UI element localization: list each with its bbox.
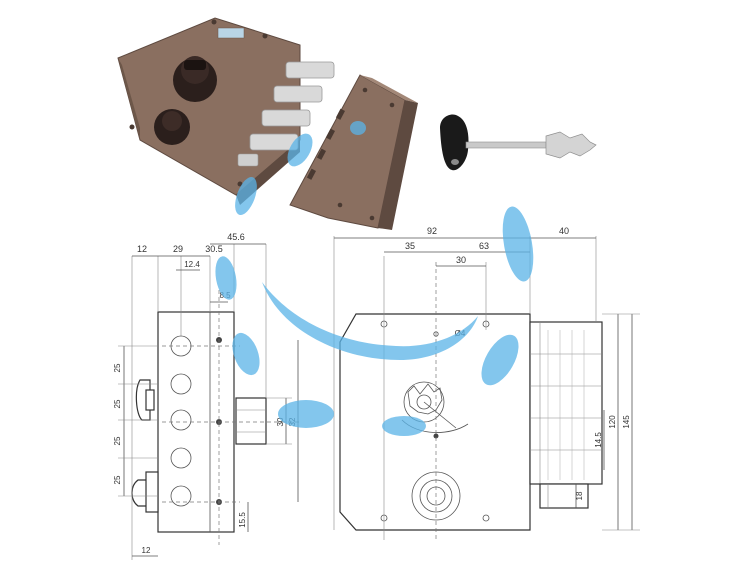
dim-front-35: 35	[405, 241, 415, 251]
dim-front-40: 40	[559, 226, 569, 236]
dim-bottom-15-5: 15.5	[238, 512, 247, 528]
dim-bottom-12: 12	[142, 546, 151, 555]
dim-left-25-c: 25	[113, 436, 122, 445]
side-view-drawing	[131, 243, 300, 560]
key-illustration	[440, 114, 597, 171]
blue-brush-watermark	[215, 121, 534, 436]
dim-front-120: 120	[608, 415, 617, 429]
dim-front-92: 92	[427, 226, 437, 236]
dim-top-30-5: 30.5	[205, 244, 223, 254]
dim-front-14-5: 14.5	[594, 432, 603, 448]
dim-top-45-6: 45.6	[227, 232, 245, 242]
dim-front-18: 18	[575, 491, 584, 500]
dim-front-145: 145	[622, 415, 631, 429]
dim-left-25-b: 25	[113, 399, 122, 408]
dim-top-12: 12	[137, 244, 147, 254]
bolts	[237, 61, 335, 167]
dim-mid-30: 30	[276, 417, 285, 426]
dim-left-25-d: 25	[113, 475, 122, 484]
dim-front-30: 30	[456, 255, 466, 265]
lock-product-illustration	[117, 17, 418, 230]
front-view-drawing	[333, 236, 640, 540]
dim-front-63: 63	[479, 241, 489, 251]
dim-small-12-4: 12.4	[184, 260, 200, 269]
strike-plate	[289, 74, 418, 230]
dim-left-25-a: 25	[113, 363, 122, 372]
dim-top-29: 29	[173, 244, 183, 254]
